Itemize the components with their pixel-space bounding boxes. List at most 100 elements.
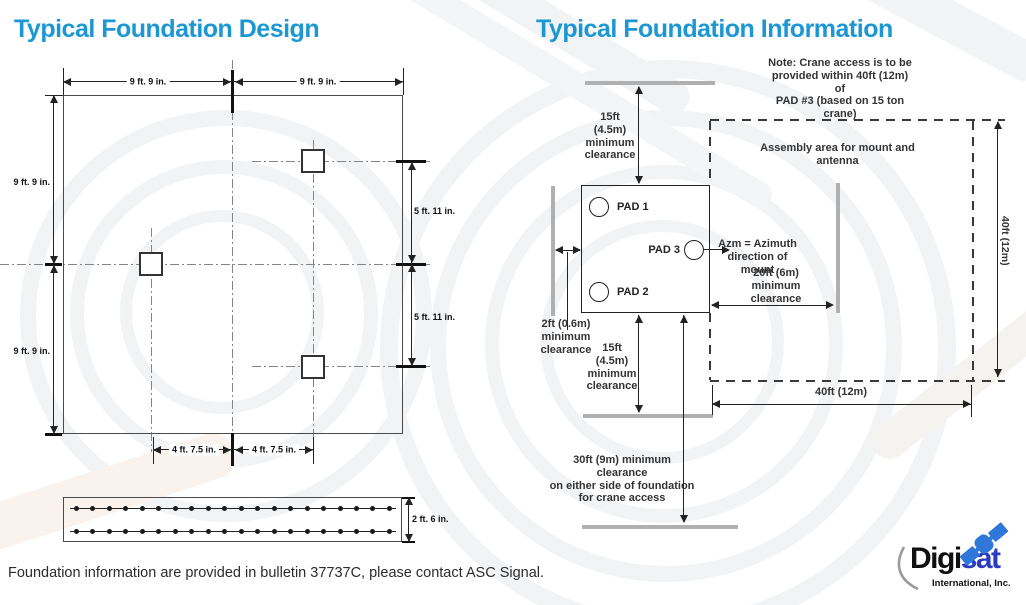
arrowhead [49,95,58,103]
extension-line [567,252,569,330]
rebar-dot [74,506,79,511]
clearance-left-label: 2ft (0.6m) minimum clearance [540,318,592,356]
footnote: Foundation information are provided in b… [8,565,545,581]
crane-note: Note: Crane access is to be provided wit… [768,57,912,120]
dim-tick [45,433,62,436]
rebar-dot [386,506,392,511]
rebar-dot [370,506,376,511]
dim-line [638,87,640,183]
arrowhead [407,255,416,263]
rebar-dot [205,506,211,511]
clearance-bottom-label: 15ft (4.5m) minimum clearance [586,342,638,393]
arrowhead [49,256,58,264]
arrowhead [555,246,563,254]
anchor-pad [139,252,163,276]
satellite-icon [959,522,1009,566]
arrowhead [679,515,688,523]
logo-part1: Digi [910,542,962,575]
dim-width-label: 40ft (12m) [815,386,867,398]
pad1-circle [589,197,609,217]
dim-label-side-upper: 9 ft. 9 in. [13,177,50,187]
assembly-area-label: Assembly area for mount and antenna [760,142,915,167]
clearance-top-label: 15ft (4.5m) minimum clearance [584,111,636,162]
assembly-area-border-left [709,313,711,380]
rebar-dot [90,506,96,511]
dim-label-section-depth: 2 ft. 6 in. [412,514,449,524]
dim-label-right-lower: 5 ft. 11 in. [414,312,456,322]
rebar-dot [337,529,343,534]
centerline-pad-left [151,228,152,452]
rebar-dot [304,529,310,534]
clearance-right-label: 20ft (6m) minimum clearance [750,267,802,305]
assembly-area-border-left [709,121,711,185]
rebar-dot [90,529,96,534]
dim-line [997,122,999,377]
clearance-bar-middle [836,183,840,313]
clearance-crane-label: 30ft (9m) minimum clearance on either si… [549,454,695,505]
dim-line [638,315,640,412]
rebar-dot [189,529,195,534]
anchor-pad [301,355,325,379]
centerline-horizontal [0,264,430,265]
logo-subtitle: International, Inc. [932,578,1011,589]
dim-height-label: 40ft (12m) [999,216,1011,266]
rebar-dot [321,506,327,511]
arrowhead [826,301,834,309]
rebar-dot [353,529,359,534]
dim-line [556,249,580,251]
arrowhead [722,245,730,254]
rebar-dot [172,506,178,511]
rebar-dot [238,529,244,534]
arrowhead [153,445,161,454]
arrowhead [634,176,643,184]
assembly-area-border-right [972,121,974,380]
clearance-bar-top [585,81,715,85]
rebar-dot [106,529,112,534]
arrowhead [63,77,71,86]
rebar-dot [222,529,228,534]
centerline-pad-top [252,161,430,162]
assembly-area-border-bottom [710,380,1005,382]
centerline-pad-right [313,140,314,452]
extension-line [313,437,315,464]
right-title: Typical Foundation Information [536,15,893,43]
rebar-dot [123,529,129,534]
dim-line [63,81,403,83]
rebar-row [74,506,392,511]
arrowhead [49,265,58,273]
arrowhead [223,445,231,454]
rebar-dot [321,529,327,534]
arrowhead [404,534,413,542]
dim-line [53,95,55,434]
dim-label-side-lower: 9 ft. 9 in. [13,346,50,356]
centerline-pad-bottom [252,366,430,367]
extension-line [403,68,405,95]
rebar-line [70,531,396,532]
clearance-bar-left [551,186,555,316]
dim-line [408,497,410,542]
rebar-dot [106,506,112,511]
rebar-dot [370,529,376,534]
rebar-dot [255,506,261,511]
dim-line [683,315,685,522]
clearance-bar-bottom1 [583,414,713,418]
foundation-outline [63,95,403,434]
centerline-vertical [232,60,233,466]
arrowhead [963,400,971,408]
anchor-pad [301,149,325,173]
dim-line [712,304,832,306]
rebar-dot [255,529,261,534]
arrowhead [305,445,313,454]
rebar-line [70,508,396,509]
dim-tick [396,160,426,163]
dim-tick [396,365,426,368]
arrowhead [235,445,243,454]
dim-label-top-right: 9 ft. 9 in. [296,76,340,88]
arrowhead [407,162,416,170]
rebar-dot [189,506,195,511]
dim-label-right-upper: 5 ft. 11 in. [414,206,456,216]
arrowhead [711,301,719,309]
left-title: Typical Foundation Design [14,15,320,43]
rebar-dot [156,506,162,511]
